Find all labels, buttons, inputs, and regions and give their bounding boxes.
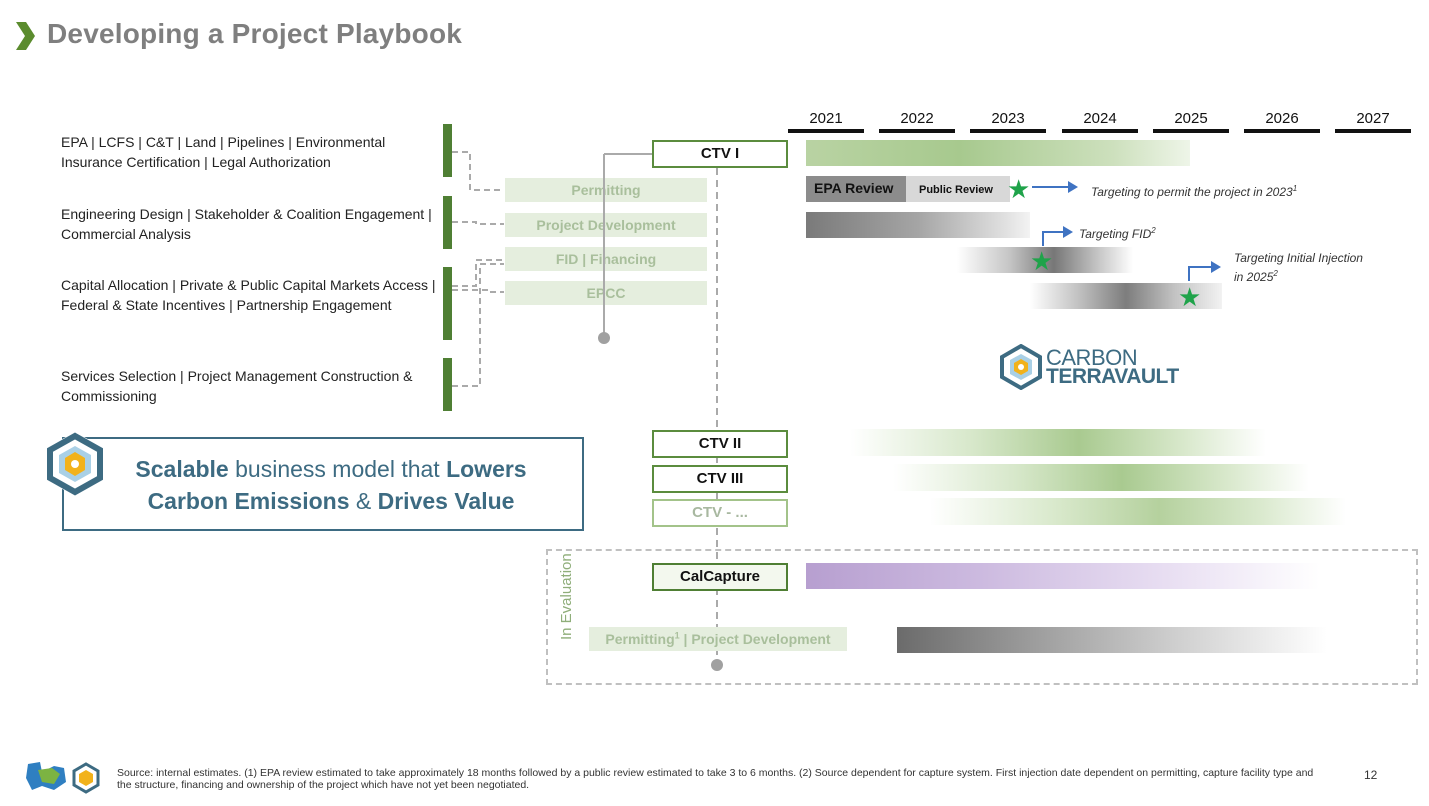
evaluation-phase-prefix: Permitting: [605, 631, 675, 647]
note-fid-text: Targeting FID: [1079, 227, 1152, 241]
year-2024: 2024: [1083, 110, 1117, 127]
section-bar-development: [443, 196, 452, 249]
evaluation-phase-sup: 1: [674, 630, 680, 641]
public-review-label: Public Review: [919, 184, 993, 196]
logo-text-carbon: CARBON: [1046, 345, 1138, 370]
phase-permitting: Permitting: [505, 178, 707, 202]
callout-word-drives-value: Drives Value: [377, 488, 515, 514]
evaluation-label: In Evaluation: [558, 553, 575, 640]
phase-project-development: Project Development: [505, 213, 707, 237]
year-rule: [1244, 129, 1320, 133]
callout-word-scalable: Scalable: [135, 456, 229, 482]
callout-text-1: business model that: [228, 456, 447, 482]
chevron-right-icon: [16, 22, 35, 50]
timeline-calcapture: [806, 563, 1320, 589]
note-injection-line1: Targeting Initial Injection: [1234, 251, 1363, 265]
section-bar-permitting: [443, 124, 452, 177]
year-2027: 2027: [1356, 110, 1390, 127]
note-fid-sup: 2: [1151, 226, 1156, 235]
note-injection-sup: 2: [1273, 269, 1278, 278]
note-permit-text: Targeting to permit the project in 2023: [1091, 185, 1293, 199]
page-title: Developing a Project Playbook: [47, 18, 463, 49]
timeline-epa-review-dark: [806, 176, 906, 202]
note-permit-sup: 1: [1292, 184, 1298, 193]
project-ctv-3: CTV III: [652, 465, 788, 493]
timeline-ctv-more: [930, 498, 1346, 525]
note-permit: Targeting to permit the project in 20231: [1091, 181, 1297, 200]
arrow-right-icon: [1032, 181, 1078, 193]
epa-review-label: EPA Review: [814, 180, 894, 196]
phase-fid-financing: FID | Financing: [505, 247, 707, 271]
timeline-evaluation-development: [897, 627, 1327, 653]
footnote-source: Source: internal estimates. (1) EPA revi…: [117, 767, 1314, 791]
year-rule: [1062, 129, 1138, 133]
timeline-ctv1: [806, 140, 1190, 166]
year-rule: [1335, 129, 1411, 133]
callout-text-2: &: [349, 488, 378, 514]
project-ctv-1: CTV I: [652, 140, 788, 168]
year-2026: 2026: [1265, 110, 1299, 127]
year-rule: [788, 129, 864, 133]
year-rule: [970, 129, 1046, 133]
note-fid: Targeting FID2: [1079, 223, 1156, 242]
evaluation-phase-suffix: | Project Development: [679, 631, 831, 647]
description-epcc: Services Selection | Project Management …: [61, 368, 413, 404]
milestone-injection-star-icon: ★: [1178, 282, 1202, 312]
year-rule: [1153, 129, 1229, 133]
footer-logos-icon: [26, 762, 100, 794]
year-2021: 2021: [809, 110, 843, 127]
year-rule: [879, 129, 955, 133]
carbon-terravault-logo-icon: [1000, 344, 1042, 390]
arrow-up-right-icon: [1042, 226, 1073, 246]
hexagon-logo-icon: [46, 432, 104, 496]
milestone-fid-star-icon: ★: [1030, 246, 1054, 276]
project-calcapture: CalCapture: [652, 563, 788, 591]
project-ctv-more: CTV - ...: [652, 499, 788, 527]
project-ctv-2: CTV II: [652, 430, 788, 458]
timeline-ctv2: [850, 429, 1266, 456]
logo-text-terravault: TERRAVAULT: [1046, 365, 1179, 388]
description-project-development: Engineering Design | Stakeholder & Coali…: [61, 206, 432, 242]
year-2023: 2023: [991, 110, 1025, 127]
callout-word-lowers: Lowers: [446, 456, 527, 482]
evaluation-box: [546, 549, 1418, 685]
timeline-epcc: [1030, 283, 1222, 309]
callout-text: Scalable business model that Lowers Carb…: [92, 453, 570, 517]
callout-box: [62, 437, 584, 531]
callout-word-carbon-emissions: Carbon Emissions: [147, 488, 350, 514]
description-permitting: EPA | LCFS | C&T | Land | Pipelines | En…: [61, 134, 386, 170]
page-number: 12: [1364, 768, 1378, 782]
phase-evaluation-permitting: Permitting1 | Project Development: [589, 627, 847, 651]
section-bar-epcc: [443, 358, 452, 411]
phase-epcc: EPCC: [505, 281, 707, 305]
year-2025: 2025: [1174, 110, 1208, 127]
timeline-ctv3: [893, 464, 1309, 491]
description-financing: Capital Allocation | Private & Public Ca…: [61, 277, 436, 313]
year-2022: 2022: [900, 110, 934, 127]
connector-lines: [452, 151, 504, 387]
milestone-permit-star-icon: ★: [1007, 174, 1031, 204]
timeline-fid-financing: [957, 247, 1133, 273]
arrow-up-right-icon: [1188, 261, 1221, 281]
note-injection-line2: in 2025: [1234, 270, 1274, 284]
section-bar-financing: [443, 267, 452, 340]
note-injection: Targeting Initial Injection in 20252: [1234, 250, 1363, 285]
timeline-project-development: [806, 212, 1030, 238]
